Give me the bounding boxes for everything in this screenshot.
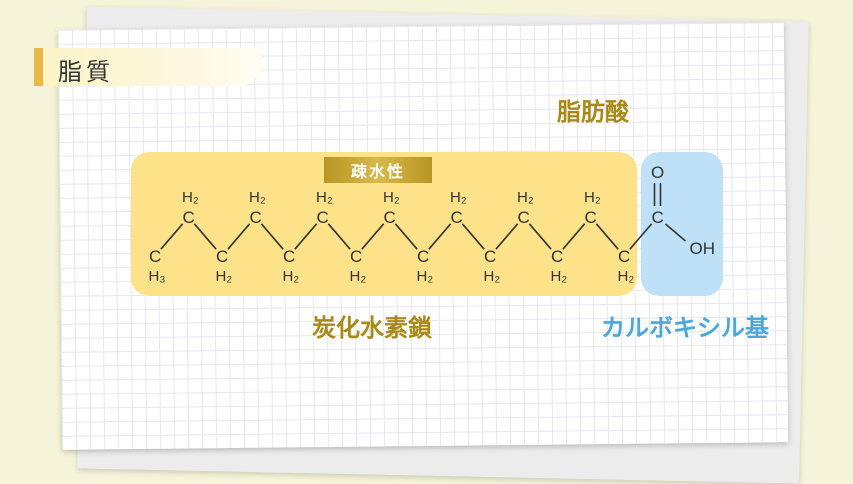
hydrocarbon-chain-label: 炭化水素鎖: [312, 314, 432, 342]
hydroxyl-group: OH: [689, 238, 716, 258]
hydrogen-label: H₂: [550, 267, 568, 285]
carbon-atom: C: [417, 246, 430, 266]
carbonyl-oxygen: O: [651, 162, 665, 182]
carbon-atom: C: [551, 246, 564, 266]
chain-bond: [495, 223, 519, 250]
carbon-atom: C: [149, 246, 162, 266]
hydrogen-label: H₂: [584, 188, 601, 206]
carboxyl-group-box: [641, 152, 723, 296]
carbon-atom: C: [283, 246, 296, 266]
chain-bond: [193, 223, 217, 250]
chain-bond: [394, 223, 418, 250]
hydrogen-label: H₂: [383, 188, 400, 206]
chain-bond: [294, 223, 318, 250]
hydrogen-label: H₂: [483, 267, 501, 285]
carbon-atom: C: [450, 207, 463, 227]
hydroxyl-bond: [664, 223, 687, 242]
hydrogen-label: H₂: [215, 267, 233, 285]
chain-bond: [260, 223, 284, 250]
chain-bond: [227, 223, 251, 250]
chain-bond: [562, 223, 586, 250]
hydrogen-label: H₂: [617, 267, 635, 285]
chain-bond: [327, 223, 351, 250]
carboxyl-group-label: カルボキシル基: [601, 314, 769, 342]
carbon-atom: C: [517, 207, 530, 227]
hydrogen-label: H₂: [416, 267, 434, 285]
hydrogen-label: H₂: [450, 188, 467, 206]
hydrophobic-label: 疎水性: [324, 157, 432, 183]
chain-bond: [160, 223, 184, 250]
carbon-atom: C: [618, 246, 631, 266]
hydrogen-label: H₂: [349, 267, 367, 285]
title-accent-bar: [34, 48, 43, 86]
fatty-acid-heading: 脂肪酸: [557, 98, 629, 126]
chain-bond: [428, 223, 452, 250]
carboxyl-carbon: C: [651, 207, 664, 227]
chain-bond: [629, 223, 653, 250]
carbon-atom: C: [216, 246, 229, 266]
chain-bond: [461, 223, 485, 250]
carbon-atom: C: [350, 246, 363, 266]
chain-bond: [528, 223, 552, 250]
hydrogen-label: H₂: [316, 188, 333, 206]
title-tab: [34, 48, 262, 86]
chain-bond: [595, 223, 619, 250]
hydrogen-label: H₃: [148, 267, 166, 285]
hydrogen-label: H₂: [282, 267, 300, 285]
carbon-atom: C: [584, 207, 597, 227]
carbon-atom: C: [383, 207, 396, 227]
chain-bond: [361, 223, 385, 250]
carbon-atom: C: [249, 207, 262, 227]
hydrogen-label: H₂: [249, 188, 266, 206]
carbon-atom: C: [484, 246, 497, 266]
hydrogen-label: H₂: [182, 188, 199, 206]
carbon-atom: C: [316, 207, 329, 227]
slide-title: 脂質: [58, 58, 114, 86]
hydrogen-label: H₂: [517, 188, 534, 206]
carbon-atom: C: [182, 207, 195, 227]
